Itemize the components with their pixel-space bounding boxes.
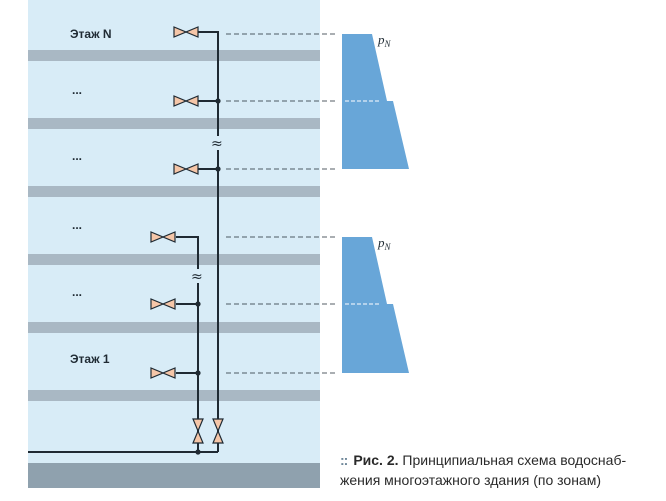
junctions	[195, 98, 221, 455]
valve-icon	[150, 367, 176, 379]
floor-ellipsis: ...	[72, 83, 82, 97]
figure-caption: ::Рис. 2. Принципиальная схема водоснаб-…	[340, 450, 660, 490]
floor-label-bottom: Этаж 1	[70, 352, 110, 366]
upper-riser	[198, 31, 219, 452]
building	[28, 0, 320, 488]
valve-icon	[150, 231, 176, 243]
floor-ellipsis: ...	[72, 285, 82, 299]
valves	[150, 26, 224, 444]
floor-slab	[28, 322, 320, 333]
pipes	[28, 31, 219, 453]
caption-text-line2: жения многоэтажного здания (по зонам)	[340, 472, 601, 488]
valve-icon	[150, 298, 176, 310]
caption-bullet: ::	[340, 452, 348, 468]
ground-slab	[28, 463, 320, 488]
floor-slab	[28, 186, 320, 197]
pressure-diagram-lower: pN	[342, 235, 409, 373]
junction-dot	[215, 166, 221, 172]
junction-dot	[215, 98, 221, 104]
floor-ellipsis: ...	[72, 218, 82, 232]
floor-slab	[28, 118, 320, 129]
junction-dot	[195, 370, 201, 376]
pressure-label: pN	[377, 235, 392, 252]
junction-dot	[195, 301, 201, 307]
floor-slab	[28, 390, 320, 401]
pressure-diagram-upper: pN	[342, 32, 409, 169]
valve-icon	[173, 95, 199, 107]
valve-icon	[192, 418, 204, 444]
floor-slabs	[28, 50, 320, 488]
pressure-label: pN	[377, 32, 392, 49]
floor-slab	[28, 254, 320, 265]
pipe-break-symbol: ≈	[211, 136, 223, 152]
valve-icon	[212, 418, 224, 444]
pipe-break-symbol: ≈	[191, 269, 203, 285]
caption-text-line1: Принципиальная схема водоснаб-	[398, 452, 627, 468]
valve-icon	[173, 26, 199, 38]
caption-figure-number: Рис. 2.	[353, 452, 399, 468]
lower-riser	[176, 236, 199, 452]
floor-ellipsis: ...	[72, 149, 82, 163]
junction-dot	[195, 449, 201, 455]
valve-icon	[173, 163, 199, 175]
floor-slab	[28, 50, 320, 61]
projection-lines	[226, 33, 336, 374]
floor-label-top: Этаж N	[70, 27, 112, 41]
